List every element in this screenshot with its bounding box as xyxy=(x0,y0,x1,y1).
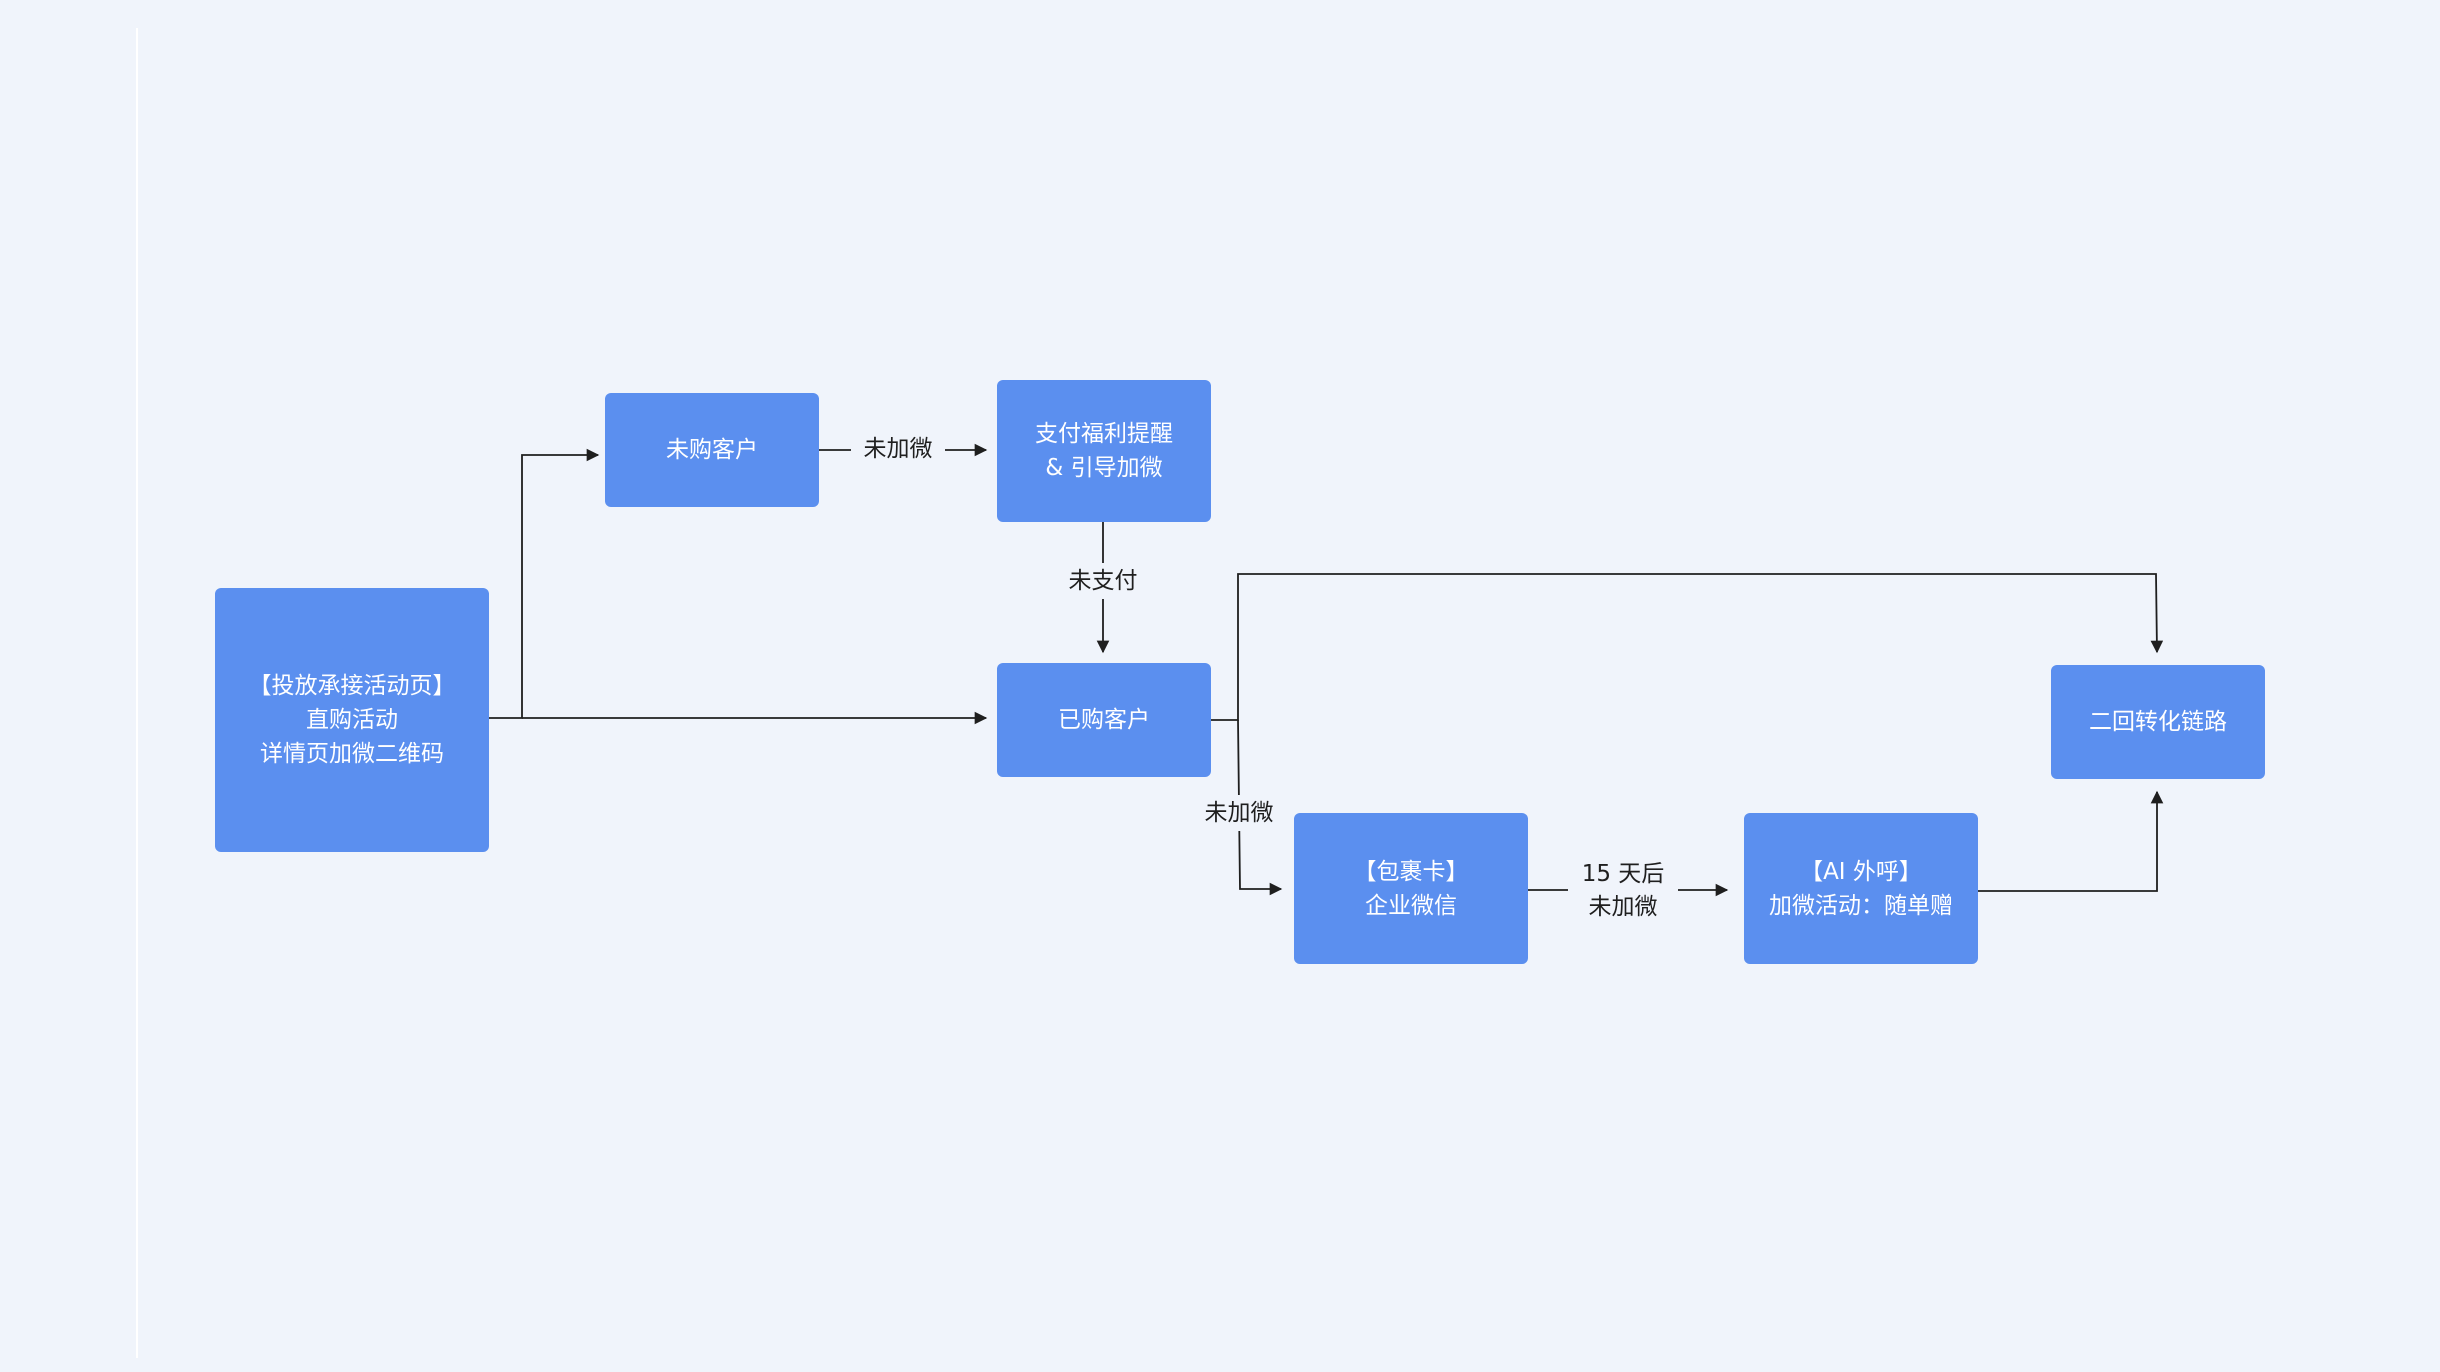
edge-label-line: 未加微 xyxy=(1588,894,1658,920)
edge-purchased-to-second-conversion xyxy=(1211,573,2164,721)
edge-label-line: 未加微 xyxy=(1204,799,1274,826)
node-text-line: 加微活动：随单赠 xyxy=(1769,892,1953,919)
edge-label-not-added-wechat: 未加微 xyxy=(1196,795,1282,831)
node-text-line: 二回转化链路 xyxy=(2089,709,2227,735)
node-text-line: 企业微信 xyxy=(1365,892,1457,919)
node-second-conversion[interactable]: 二回转化链路 xyxy=(2051,665,2265,779)
node-not-purchased-customer[interactable]: 未购客户 xyxy=(605,393,819,507)
node-text-line: 【包裹卡】 xyxy=(1353,858,1469,885)
edge-label-line: 未加微 xyxy=(863,435,933,462)
node-text-line: 支付福利提醒 xyxy=(1035,421,1173,447)
edge-ai-call-to-second-conversion xyxy=(1978,790,2164,892)
edge-label-after-15-days: 15 天后 未加微 xyxy=(1568,856,1678,926)
edge-label-line: 15 天后 xyxy=(1581,861,1665,887)
node-text-line: & 引导加微 xyxy=(1045,455,1163,481)
node-payment-reminder[interactable]: 支付福利提醒 & 引导加微 xyxy=(997,380,1211,522)
node-text-line: 【投放承接活动页】 xyxy=(248,673,456,699)
edge-label-not-paid: 未支付 xyxy=(1060,563,1146,599)
node-parcel-card[interactable]: 【包裹卡】 企业微信 xyxy=(1294,813,1528,964)
node-text-line: 未购客户 xyxy=(666,437,758,463)
node-landing-page[interactable]: 【投放承接活动页】 直购活动 详情页加微二维码 xyxy=(215,588,489,852)
node-text-line: 已购客户 xyxy=(1058,707,1150,733)
node-text-line: 【AI 外呼】 xyxy=(1800,858,1922,885)
edge-label-not-added-wechat: 未加微 xyxy=(851,431,945,467)
node-purchased-customer[interactable]: 已购客户 xyxy=(997,663,1211,777)
node-ai-call[interactable]: 【AI 外呼】 加微活动：随单赠 xyxy=(1744,813,1978,964)
edge-purchased-to-parcel-card xyxy=(1237,719,1283,896)
edge-landing-to-not-purchased xyxy=(488,448,600,719)
node-text-line: 详情页加微二维码 xyxy=(260,741,444,767)
node-text-line: 直购活动 xyxy=(306,707,398,733)
edge-label-line: 未支付 xyxy=(1068,567,1138,594)
left-divider xyxy=(136,28,138,1358)
